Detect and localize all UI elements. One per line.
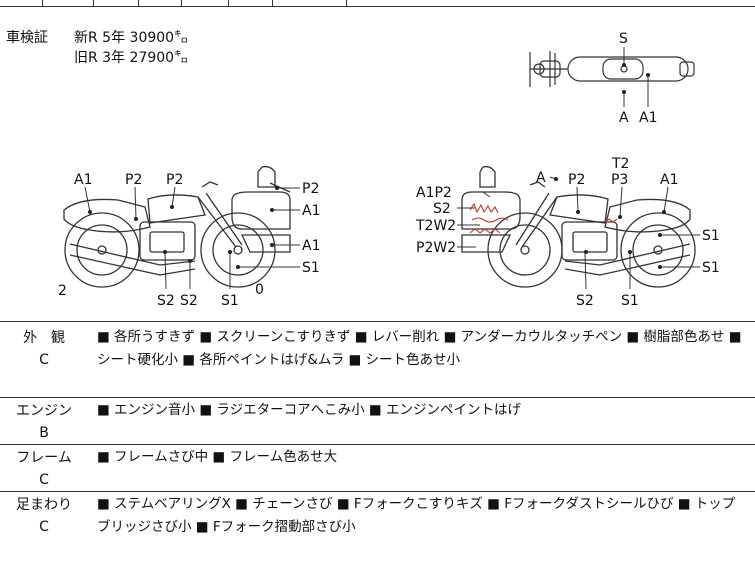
left-label-s1-a: S1 bbox=[302, 260, 320, 276]
left-label-s2-b: S2 bbox=[180, 293, 198, 309]
column-divider bbox=[346, 0, 347, 6]
section-grade: B bbox=[39, 425, 49, 441]
right-label-s2-b: S2 bbox=[576, 293, 594, 309]
left-label-p2-b: P2 bbox=[166, 172, 183, 188]
left-side-bike bbox=[63, 165, 291, 288]
section-notes: ■ ステムベアリングX ■ チェーンさび ■ Fフォークこすりキズ ■ Fフォー… bbox=[97, 496, 736, 535]
right-label-p2w2: P2W2 bbox=[416, 240, 456, 256]
section-notes: ■ フレームさび中 ■ フレーム色あせ大 bbox=[97, 449, 338, 465]
right-label-p3: P3 bbox=[611, 172, 628, 188]
top-view-points bbox=[622, 63, 650, 94]
right-label-a1p2: A1P2 bbox=[416, 185, 452, 201]
left-label-p2-c: P2 bbox=[302, 181, 319, 197]
top-label-a: A bbox=[619, 110, 629, 126]
shaken-label: 車検証 bbox=[6, 30, 48, 46]
right-side-scribbles bbox=[469, 202, 618, 234]
section-category: 外 観 C bbox=[0, 327, 88, 371]
left-label-a1-c: A1 bbox=[302, 238, 320, 254]
shaken-old: 旧R 3年 27900㌔ bbox=[74, 50, 189, 66]
top-label-a1: A1 bbox=[639, 110, 657, 126]
left-side-leaders bbox=[84, 186, 300, 290]
right-label-t2w2: T2W2 bbox=[415, 218, 456, 234]
section-category: フレーム C bbox=[0, 447, 88, 491]
right-label-s2: S2 bbox=[433, 201, 451, 217]
right-label-s1-c: S1 bbox=[621, 293, 639, 309]
left-label-s2-a: S2 bbox=[157, 293, 175, 309]
section-name: エンジン bbox=[16, 403, 72, 419]
section-name: フレーム bbox=[16, 450, 72, 466]
section-grade: C bbox=[39, 472, 49, 488]
top-table-strip bbox=[0, 0, 755, 7]
column-divider bbox=[181, 0, 182, 6]
section-notes: ■ エンジン音小 ■ ラジエターコアへこみ小 ■ エンジンペイントはげ bbox=[97, 402, 521, 418]
shaken-new: 新R 5年 30900㌔ bbox=[74, 30, 189, 46]
section-name: 外 観 bbox=[23, 330, 65, 346]
top-view-bike bbox=[529, 51, 695, 87]
section-notes: ■ 各所うすきず ■ スクリーンこすりきず ■ レバー削れ ■ アンダーカウルタ… bbox=[97, 329, 742, 368]
section-exterior: 外 観 C ■ 各所うすきず ■ スクリーンこすりきず ■ レバー削れ ■ アン… bbox=[0, 322, 755, 398]
left-label-a1: A1 bbox=[74, 172, 92, 188]
column-divider bbox=[138, 0, 139, 6]
section-category: エンジン B bbox=[0, 400, 88, 444]
right-label-s1-b: S1 bbox=[702, 260, 720, 276]
right-label-a: A bbox=[536, 170, 546, 186]
right-side-leaders bbox=[457, 176, 700, 290]
section-engine: エンジン B ■ エンジン音小 ■ ラジエターコアへこみ小 ■ エンジンペイント… bbox=[0, 398, 755, 445]
section-suspension: 足まわり C ■ ステムベアリングX ■ チェーンさび ■ Fフォークこすりキズ… bbox=[0, 492, 755, 561]
left-label-p2-a: P2 bbox=[125, 172, 142, 188]
motorcycle-diagrams: S A A1 bbox=[58, 31, 720, 309]
right-label-t2: T2 bbox=[611, 156, 629, 172]
right-side-bike bbox=[461, 165, 696, 288]
left-side-points bbox=[88, 186, 279, 269]
section-category: 足まわり C bbox=[0, 494, 88, 538]
right-label-a1: A1 bbox=[660, 172, 678, 188]
left-label-0: 0 bbox=[255, 282, 264, 298]
right-side-points bbox=[554, 177, 666, 269]
left-label-s1-b: S1 bbox=[221, 293, 239, 309]
section-name: 足まわり bbox=[16, 497, 72, 513]
column-divider bbox=[272, 0, 273, 6]
top-view-leaders bbox=[623, 47, 649, 107]
left-label-a1-b: A1 bbox=[302, 203, 320, 219]
section-grade: C bbox=[39, 519, 49, 535]
section-frame: フレーム C ■ フレームさび中 ■ フレーム色あせ大 bbox=[0, 445, 755, 492]
column-divider bbox=[93, 0, 94, 6]
right-label-s1-a: S1 bbox=[702, 228, 720, 244]
section-grade: C bbox=[39, 352, 49, 368]
left-label-2: 2 bbox=[58, 283, 67, 299]
column-divider bbox=[228, 0, 229, 6]
top-label-s: S bbox=[619, 31, 628, 47]
column-divider bbox=[42, 0, 43, 6]
right-label-p2: P2 bbox=[568, 172, 585, 188]
damage-diagram-panel: 車検証 新R 5年 30900㌔ 旧R 3年 27900㌔ bbox=[0, 7, 755, 322]
